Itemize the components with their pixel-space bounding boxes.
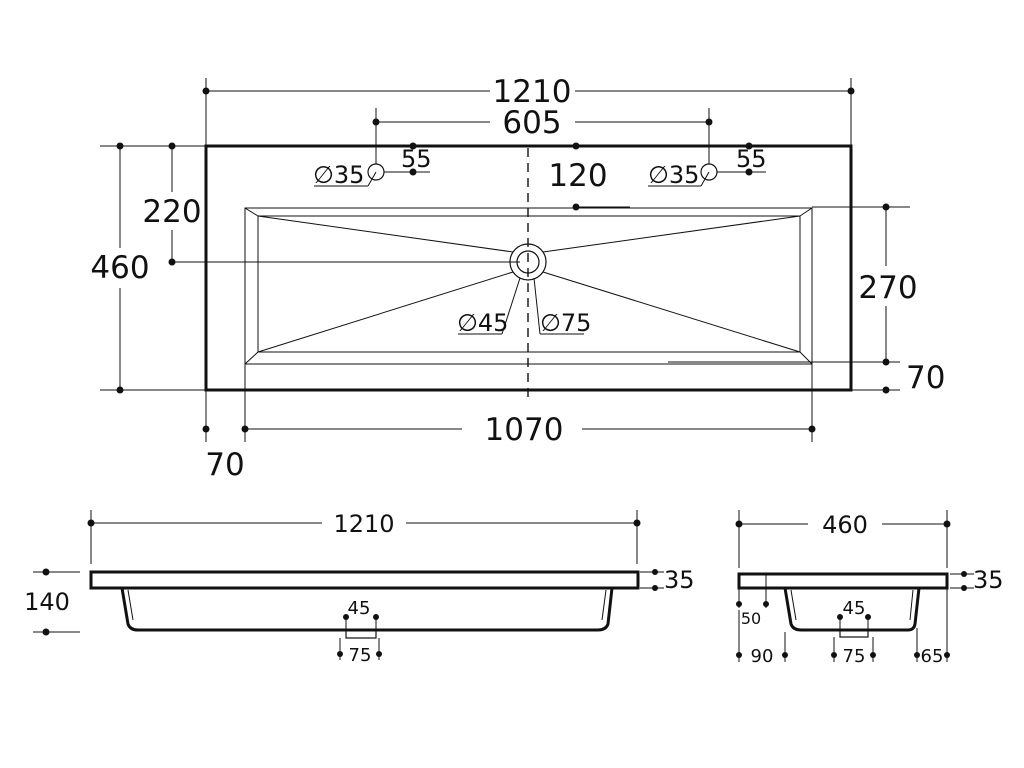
dim-label-460: 460 [90,250,149,286]
front-view: 45 75 1210 140 35 [24,510,695,666]
dim-label-120: 120 [548,158,607,194]
side-label-50: 50 [741,609,761,628]
side-dim-50: 50 [736,588,769,628]
dim-label-70-left: 70 [205,447,244,483]
dim-label-270: 270 [858,270,917,306]
dim-120: 120 [548,142,630,211]
side-label-35: 35 [973,566,1004,594]
front-drain-flange: 75 [349,645,372,666]
drain-inner-label: ∅45 [457,309,508,337]
side-view: 45 460 35 50 [735,510,1004,667]
tap-right-offset: 55 [736,145,767,173]
dim-label-1070: 1070 [485,412,564,448]
front-label-35: 35 [664,566,695,594]
side-label-75: 75 [843,646,866,667]
dim-605: 605 [372,105,713,164]
dim-label-220: 220 [142,194,201,230]
side-dim-bottom: 90 75 65 [736,588,950,667]
bowl-floor [257,215,801,353]
dim-label-1210: 1210 [493,74,572,110]
front-label-140: 140 [24,588,70,616]
side-slab [737,572,949,590]
drain-annotation: ∅45 ∅75 [457,277,591,337]
dim-220: 220 [142,142,202,266]
dim-460-left: 460 [90,142,206,394]
front-dim-140: 140 [24,568,80,636]
tap-right-annotation: ∅35 55 [648,142,767,189]
dim-label-605: 605 [502,105,561,141]
slope-line [257,215,514,253]
tap-left-annotation: ∅35 55 [313,142,432,189]
front-dim-35: 35 [640,566,695,594]
dim-1070: 1070 [202,364,816,448]
tap-left-diameter: ∅35 [313,161,364,189]
front-slab [89,570,640,590]
front-drain [345,629,377,639]
side-label-65: 65 [921,646,944,667]
dim-270: 270 [668,203,918,366]
front-label-1210: 1210 [333,510,394,538]
tap-left-offset: 55 [401,145,432,173]
front-drain-width: 45 [348,598,371,619]
dim-1210-top: 1210 [202,74,855,146]
front-dim-1210: 1210 [87,510,641,564]
side-dim-35: 35 [950,566,1004,594]
dim-label-70-right: 70 [906,360,945,396]
side-drain-width: 45 [843,598,866,619]
side-label-460: 460 [822,511,868,539]
drain-outer-label: ∅75 [540,309,591,337]
side-label-90: 90 [751,646,774,667]
side-dim-460: 460 [735,510,951,568]
tap-right-diameter: ∅35 [648,161,699,189]
top-view: 1210 605 ∅35 55 ∅35 [90,74,945,483]
dim-70-right: 70 [851,360,945,396]
side-drain [839,629,869,638]
